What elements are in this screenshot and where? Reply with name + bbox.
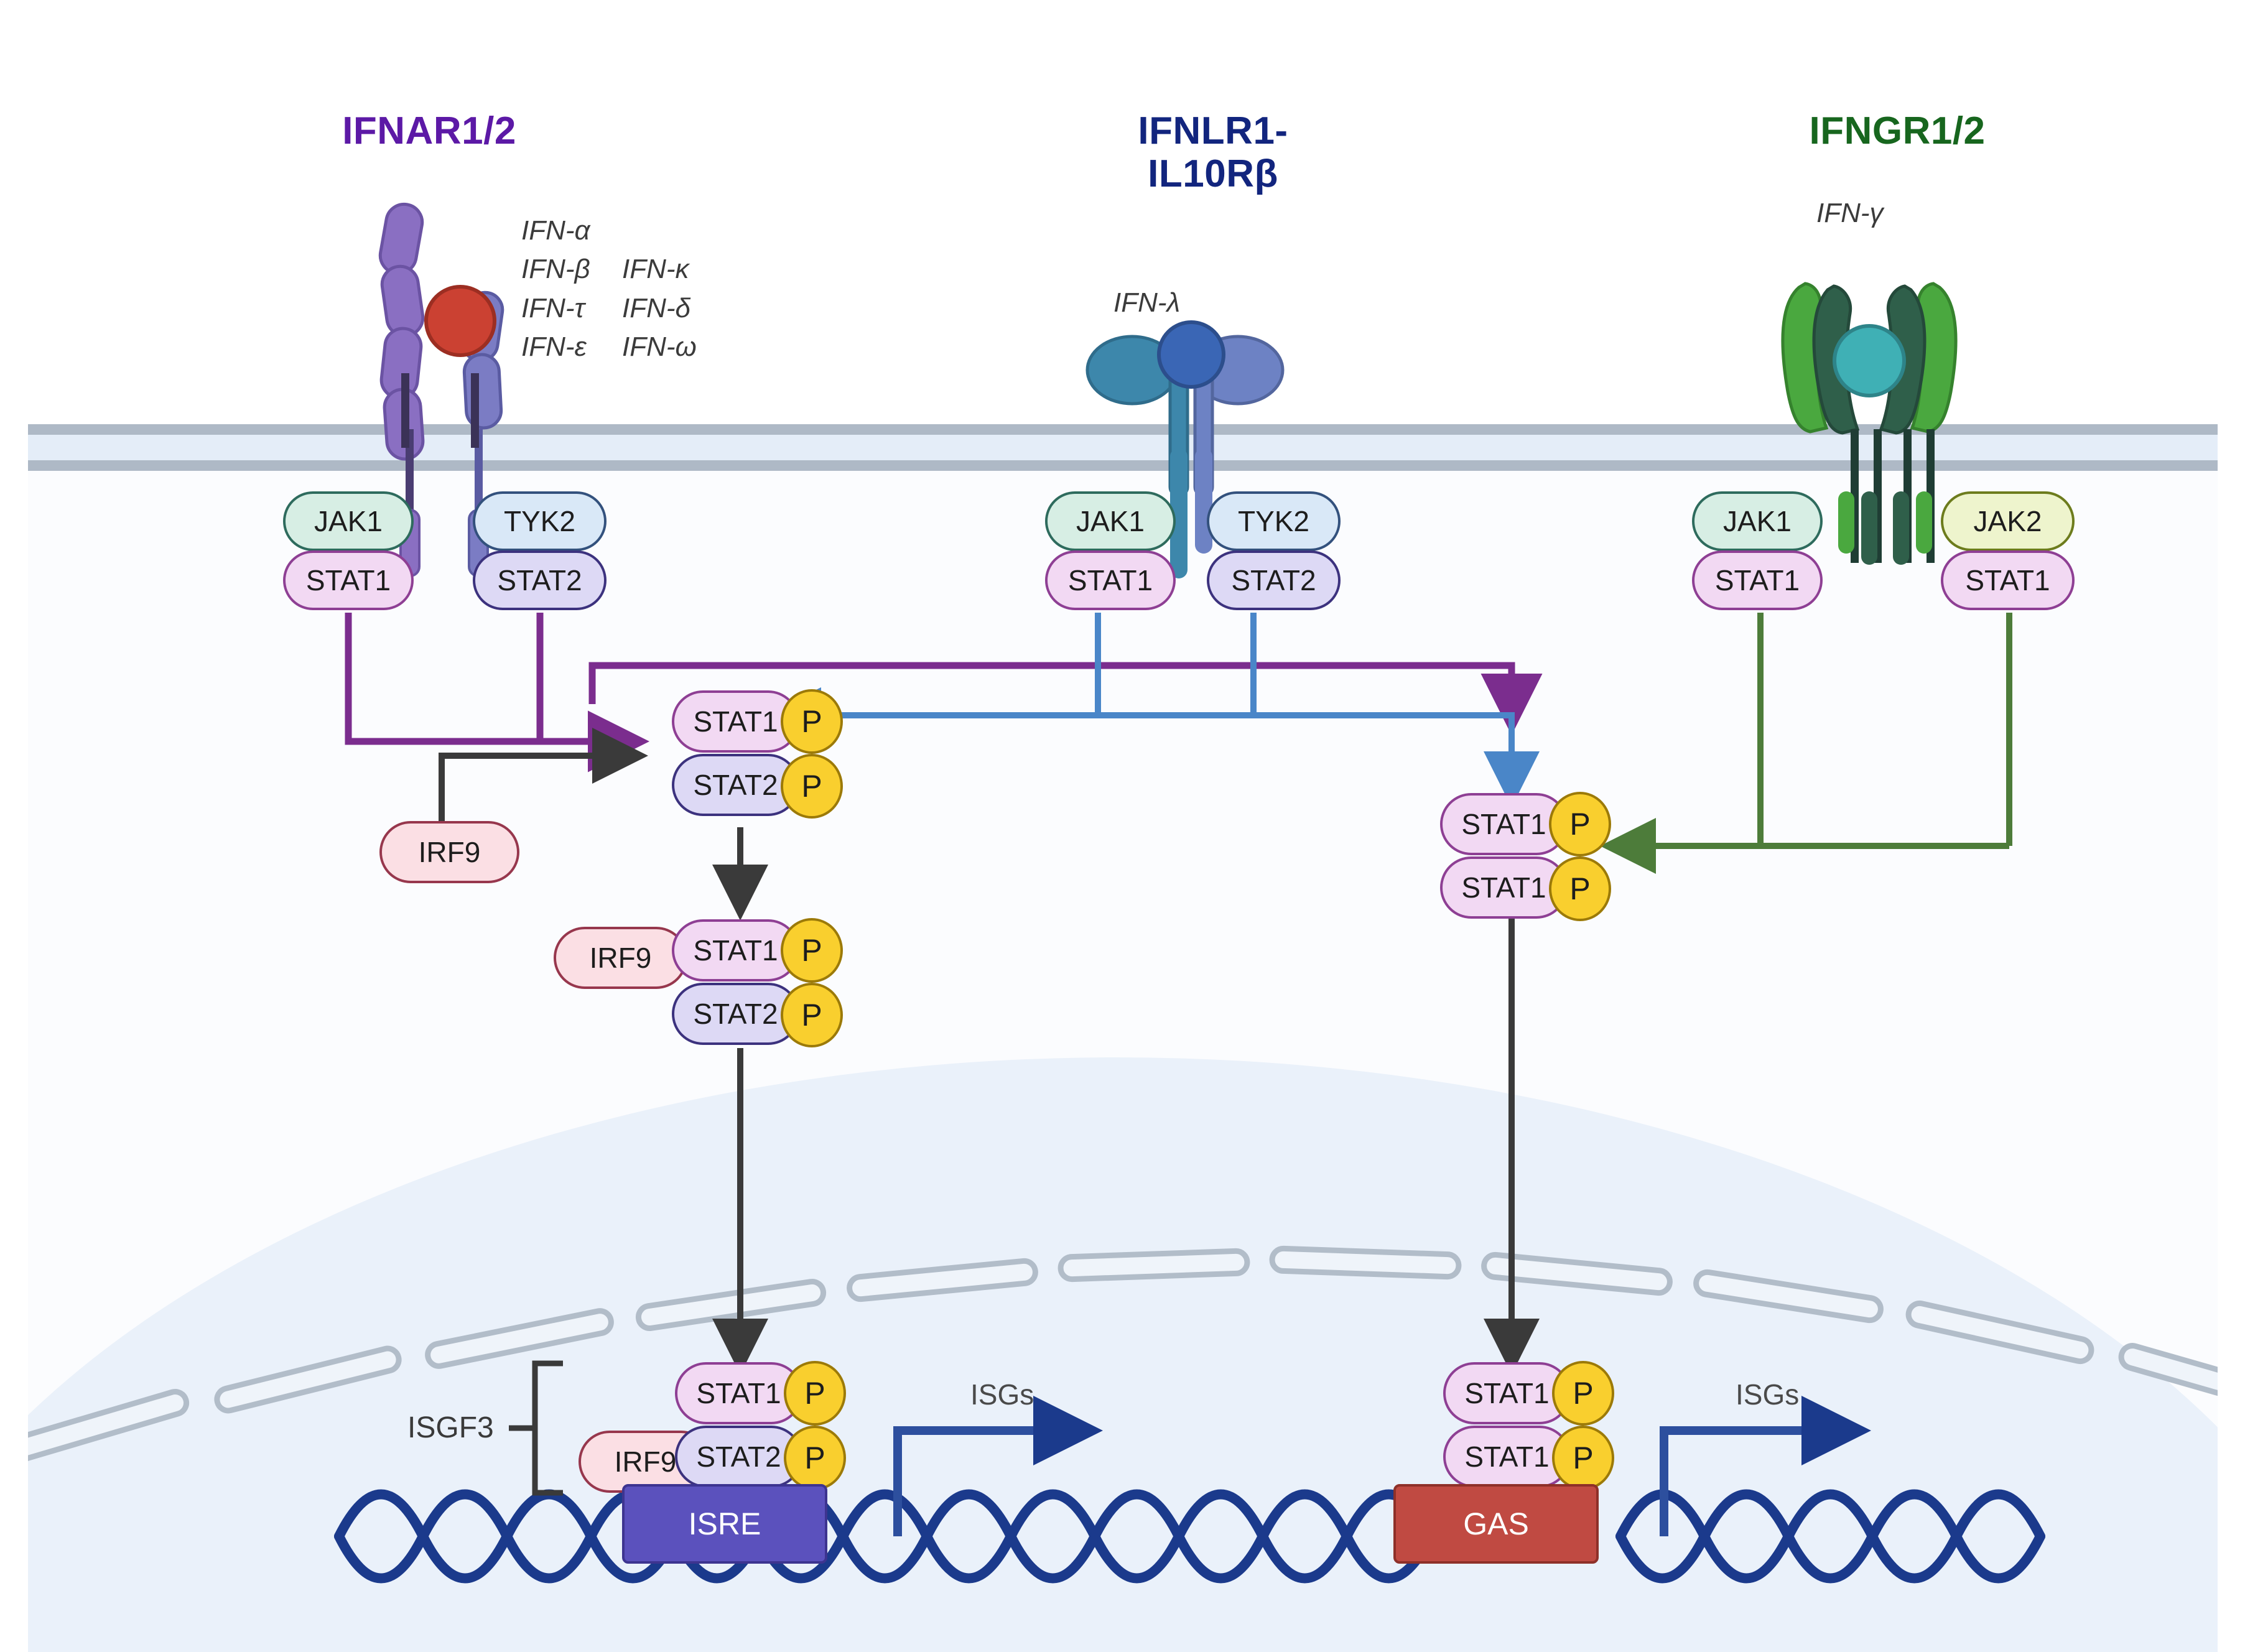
nuclear-isgf3-phospho-bottom: P bbox=[784, 1426, 846, 1490]
gas-promoter[interactable]: GAS bbox=[1393, 1484, 1599, 1564]
cyto-dimer-phospho-top: P bbox=[781, 689, 843, 754]
receptor-title-ifnlr-line1: IFNLR1- bbox=[1138, 109, 1288, 152]
nuclear-gaf-phospho-top: P bbox=[1552, 1361, 1614, 1426]
ifngr1-tail-green bbox=[1838, 491, 1854, 554]
cyto-gaf-stat1-bottom[interactable]: STAT1 bbox=[1440, 856, 1568, 919]
ifnar1-stalk-upper bbox=[401, 373, 409, 448]
ifnar-stat2[interactable]: STAT2 bbox=[473, 550, 607, 610]
nuclear-isgf3-stat2[interactable]: STAT2 bbox=[675, 1426, 802, 1488]
ifnlr-jak1[interactable]: JAK1 bbox=[1045, 491, 1176, 551]
ifnar-tyk2[interactable]: TYK2 bbox=[473, 491, 607, 551]
nuclear-gaf-stat1-top[interactable]: STAT1 bbox=[1443, 1362, 1571, 1424]
il10rb-transmembrane bbox=[1195, 448, 1212, 554]
receptor-title-ifnlr-line2: IL10Rβ bbox=[1148, 152, 1278, 196]
ifngr-stat1-right[interactable]: STAT1 bbox=[1941, 550, 2075, 610]
ifnlr-tyk2[interactable]: TYK2 bbox=[1207, 491, 1341, 551]
ligand-list-col1: IFN-α IFN-β IFN-τ IFN-ε bbox=[521, 211, 590, 367]
receptor-title-ifnar: IFNAR1/2 bbox=[342, 109, 516, 152]
arrow-type1-to-gaf bbox=[588, 662, 1543, 735]
ligand-ifn-epsilon: IFN-ε bbox=[521, 332, 587, 363]
ligand-ifn-delta: IFN-δ bbox=[622, 292, 690, 323]
arrow-isgs-right bbox=[1660, 1396, 1871, 1536]
cyto-dimer-stat2[interactable]: STAT2 bbox=[672, 754, 799, 816]
nuclear-gaf-phospho-bottom: P bbox=[1552, 1426, 1614, 1490]
membrane-outer-leaflet bbox=[28, 424, 2218, 435]
ifngr-receptor-icon bbox=[1781, 282, 1958, 435]
ifnar2-stalk-upper bbox=[471, 373, 479, 448]
ligand-ifn-alpha: IFN-α bbox=[521, 215, 590, 246]
ligand-ifn-kappa: IFN-κ bbox=[622, 254, 689, 285]
isgs-label-left: ISGs bbox=[970, 1378, 1034, 1411]
ifngr-stat1-left[interactable]: STAT1 bbox=[1692, 550, 1823, 610]
receptor-title-ifnlr: IFNLR1- IL10Rβ bbox=[970, 109, 1456, 196]
ifnlr-stat1[interactable]: STAT1 bbox=[1045, 550, 1176, 610]
cyto-gaf-phospho-bottom: P bbox=[1549, 856, 1611, 921]
ligand-ifn-omega: IFN-ω bbox=[622, 332, 697, 363]
dna-strand-d bbox=[838, 1489, 1436, 1584]
ifngr-jak2[interactable]: JAK2 bbox=[1941, 491, 2075, 551]
arrow-isgs-left bbox=[893, 1396, 1103, 1536]
isgf3-bracket bbox=[532, 1360, 563, 1496]
ifngr2-tail-green bbox=[1916, 491, 1932, 554]
arrow-irf9-to-stat-dimer bbox=[439, 728, 648, 821]
ifnlr-stat2[interactable]: STAT2 bbox=[1207, 550, 1341, 610]
ligand-ifn-gamma: IFN-γ bbox=[1816, 198, 1884, 228]
ligand-ifn-lambda: IFN-λ bbox=[1113, 287, 1181, 318]
ligand-ifn-beta: IFN-β bbox=[521, 254, 590, 285]
ifnar-stat1[interactable]: STAT1 bbox=[283, 550, 414, 610]
nuclear-isgf3-phospho-top: P bbox=[784, 1361, 846, 1426]
nuclear-isgf3-stat1[interactable]: STAT1 bbox=[675, 1362, 802, 1424]
receptor-title-ifngr: IFNGR1/2 bbox=[1809, 109, 1986, 152]
ifngr-jak1[interactable]: JAK1 bbox=[1692, 491, 1823, 551]
ifnar-jak1[interactable]: JAK1 bbox=[283, 491, 414, 551]
arrow-type3-to-gaf bbox=[1098, 712, 1540, 807]
isgs-label-right: ISGs bbox=[1736, 1378, 1800, 1411]
ligand-list-col2: IFN-κ IFN-δ IFN-ω bbox=[622, 211, 697, 367]
cyto-dimer-phospho-bottom: P bbox=[781, 754, 843, 819]
membrane-inner-leaflet bbox=[28, 460, 2218, 471]
cyto-isgf3-phospho-top: P bbox=[781, 918, 843, 983]
dna-strand-c bbox=[838, 1489, 1436, 1584]
cyto-gaf-stat1-top[interactable]: STAT1 bbox=[1440, 793, 1568, 855]
nuclear-envelope bbox=[28, 1245, 2218, 1464]
dna-strand-e bbox=[1615, 1489, 2045, 1584]
irf9-free[interactable]: IRF9 bbox=[379, 821, 519, 883]
cyto-gaf-phospho-top: P bbox=[1549, 792, 1611, 856]
ifngr2-tail-dark bbox=[1893, 491, 1909, 565]
ifngr1-tail-dark bbox=[1861, 491, 1877, 565]
cyto-isgf3-stat1[interactable]: STAT1 bbox=[672, 919, 799, 981]
ligand-ifn-tau: IFN-τ bbox=[521, 292, 585, 323]
cyto-isgf3-phospho-bottom: P bbox=[781, 983, 843, 1047]
isre-promoter[interactable]: ISRE bbox=[622, 1484, 827, 1564]
dna-strand-f bbox=[1615, 1489, 2045, 1584]
isgf3-label: ISGF3 bbox=[407, 1411, 494, 1444]
cyto-isgf3-irf9[interactable]: IRF9 bbox=[554, 927, 687, 989]
